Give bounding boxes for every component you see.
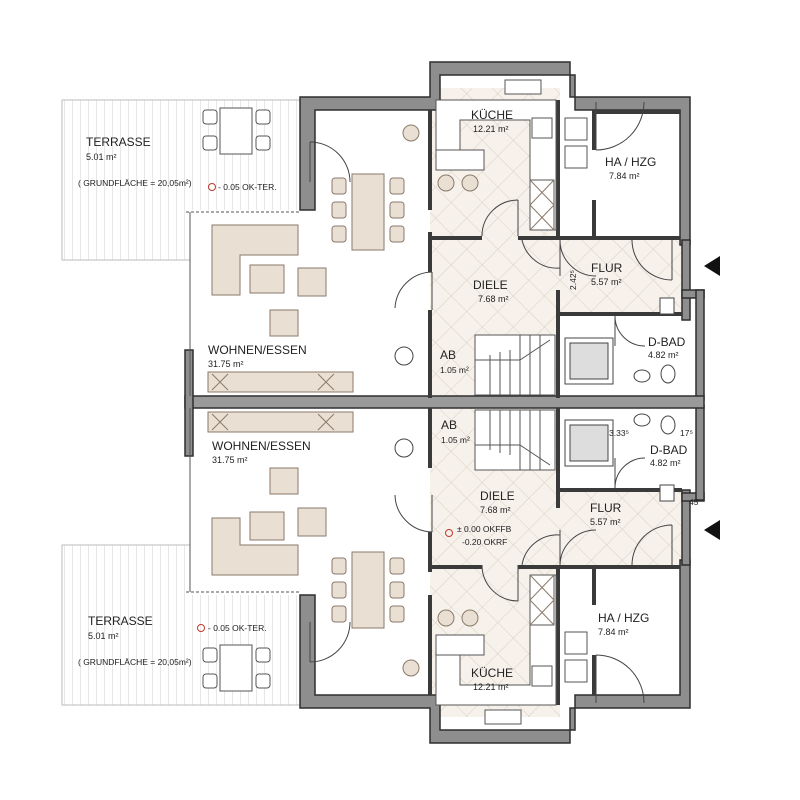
flur-dim: 2.42⁵ xyxy=(568,270,578,290)
ab-area: 1.05 m² xyxy=(440,365,469,375)
hzg-label-lower: HA / HZG xyxy=(598,611,649,625)
terrasse-level-lower: - 0.05 OK-TER. xyxy=(208,623,267,633)
diele-label-lower: DIELE xyxy=(480,489,515,503)
entrance-arrow-upper xyxy=(704,256,720,276)
terrasse-area-lower: 5.01 m² xyxy=(88,631,119,641)
kueche-area: 12.21 m² xyxy=(473,124,509,134)
stairs-lower xyxy=(474,409,556,471)
ab-area-lower: 1.05 m² xyxy=(441,435,470,445)
terrace-table-lower xyxy=(202,644,271,692)
exterior-walls xyxy=(184,61,705,744)
interior-walls xyxy=(428,100,682,705)
terrasse-label-lower: TERRASSE xyxy=(88,614,153,628)
bad-area-lower: 4.82 m² xyxy=(650,458,681,468)
party-wall xyxy=(184,395,705,409)
terrasse-label: TERRASSE xyxy=(86,135,151,149)
level-markers xyxy=(197,183,453,632)
stairs-upper xyxy=(474,334,556,396)
doors xyxy=(309,101,673,704)
flur-area: 5.57 m² xyxy=(591,277,622,287)
wohnen-label-lower: WOHNEN/ESSEN xyxy=(212,439,311,453)
dim-17: 17⁵ xyxy=(680,428,693,438)
hzg-area: 7.84 m² xyxy=(609,171,640,181)
terrasse-level: - 0.05 OK-TER. xyxy=(218,182,277,192)
diele-area: 7.68 m² xyxy=(478,294,509,304)
wohnen-label: WOHNEN/ESSEN xyxy=(208,343,307,357)
terrasse-area: 5.01 m² xyxy=(86,152,117,162)
dim-45: 45 xyxy=(689,497,699,507)
kueche-label-lower: KÜCHE xyxy=(471,666,513,680)
wohnen-area-lower: 31.75 m² xyxy=(212,455,248,465)
okrf-level: -0.20 OKRF xyxy=(462,537,507,547)
labels-lower: TERRASSE 5.01 m² ( GRUNDFLÄCHE = 20,05m²… xyxy=(78,418,688,692)
bad-label-lower: D-BAD xyxy=(650,443,688,457)
terrace-table-upper xyxy=(202,107,271,155)
glass-walls xyxy=(186,211,300,593)
dim-333: 3.33⁵ xyxy=(609,428,629,438)
dimensions: 3.33⁵ 17⁵ 45 xyxy=(609,428,699,507)
bad-area: 4.82 m² xyxy=(648,350,679,360)
wohnen-area: 31.75 m² xyxy=(208,359,244,369)
kueche-label: KÜCHE xyxy=(471,108,513,122)
kueche-area-lower: 12.21 m² xyxy=(473,682,509,692)
furniture-lower xyxy=(207,411,676,725)
flur-label-lower: FLUR xyxy=(590,501,622,515)
diele-area-lower: 7.68 m² xyxy=(480,505,511,515)
labels-upper: TERRASSE 5.01 m² ( GRUNDFLÄCHE = 20,05m²… xyxy=(78,108,686,375)
terrasse-grund-lower: ( GRUNDFLÄCHE = 20,05m²) xyxy=(78,657,192,667)
hzg-area-lower: 7.84 m² xyxy=(598,627,629,637)
flur-label: FLUR xyxy=(591,261,623,275)
diele-label: DIELE xyxy=(473,278,508,292)
terrasse-grund: ( GRUNDFLÄCHE = 20,05m²) xyxy=(78,178,192,188)
furniture-upper xyxy=(207,79,676,393)
okffb-level: ± 0.00 OKFFB xyxy=(457,524,512,534)
ab-label: AB xyxy=(440,348,456,362)
ab-label-lower: AB xyxy=(441,418,457,432)
hzg-label: HA / HZG xyxy=(605,155,656,169)
entrance-arrow-lower xyxy=(704,520,720,540)
flur-area-lower: 5.57 m² xyxy=(590,517,621,527)
bad-label: D-BAD xyxy=(648,335,686,349)
